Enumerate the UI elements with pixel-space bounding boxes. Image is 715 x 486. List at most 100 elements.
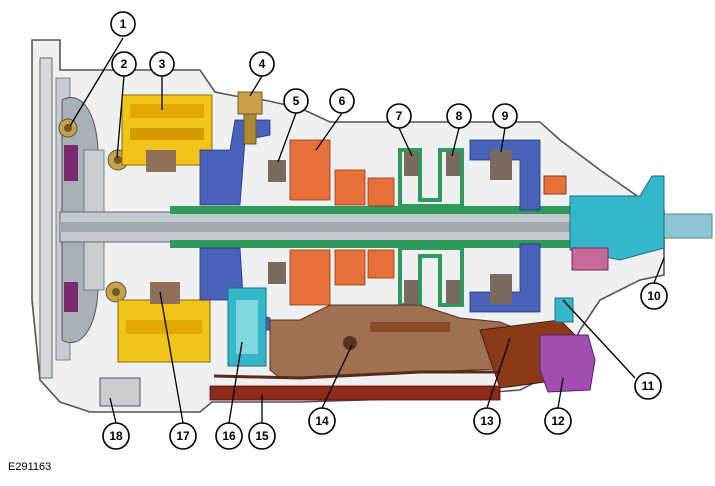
callout-3: 3 (149, 51, 175, 77)
orange-pack-1-lower (289, 249, 331, 306)
shaft-green-sleeve-lower (170, 240, 590, 248)
input-shaft-core (60, 222, 664, 232)
blue-hub-upper (199, 119, 271, 206)
callout-1: 1 (110, 11, 136, 37)
upper-yellow-band-2 (130, 128, 204, 140)
rear-clutch-and-output (490, 150, 665, 304)
leader-13 (486, 337, 511, 409)
valve-body (269, 304, 521, 379)
valve-body-detail (370, 322, 450, 332)
lower-assemblies (99, 287, 596, 407)
orange-clutch-packs (268, 139, 395, 306)
callouts: 1 2 3 4 5 6 7 8 9 10 11 12 13 14 15 16 1… (69, 11, 668, 450)
leader-7 (398, 127, 413, 157)
stator-bearing-inner (114, 156, 122, 164)
solenoid-block (539, 334, 596, 393)
stator-bearing-lower-inner (112, 288, 120, 296)
leader-18 (109, 397, 117, 424)
leader-9 (500, 127, 506, 153)
clutch-plates-8-lower (446, 280, 460, 304)
solenoid-stem (243, 113, 257, 145)
callout-14: 14 (308, 407, 336, 435)
clutch-plates-8-upper (446, 152, 460, 176)
callout-15: 15 (248, 422, 276, 450)
svg-text:13: 13 (480, 414, 494, 428)
leader-8 (451, 127, 460, 157)
green-carrier-upper (398, 148, 464, 208)
callout-8: 8 (446, 103, 472, 129)
torque-converter (58, 97, 105, 343)
leader-10 (653, 257, 665, 284)
clutch-plates-9-lower (490, 274, 512, 304)
orange-pack-3-upper (367, 177, 395, 207)
svg-text:11: 11 (642, 379, 655, 393)
park-gear (571, 247, 609, 271)
svg-text:5: 5 (293, 94, 300, 108)
valve-body-bolt (343, 336, 357, 350)
callout-12: 12 (544, 407, 572, 435)
yellow-clutch-assembly (117, 94, 213, 363)
leader-2 (116, 75, 125, 159)
clutch-plates-5-lower (268, 262, 286, 284)
clutch-plates-9-upper (490, 150, 512, 180)
leader-11 (562, 299, 636, 379)
svg-text:18: 18 (109, 429, 123, 443)
svg-text:16: 16 (222, 429, 236, 443)
damper-spring (64, 282, 78, 312)
svg-text:12: 12 (551, 414, 565, 428)
orange-pack-2-upper (334, 169, 366, 206)
svg-text:6: 6 (339, 94, 346, 108)
leader-17 (159, 291, 184, 424)
svg-text:10: 10 (647, 289, 661, 303)
callout-7: 7 (386, 103, 412, 129)
leader-1 (69, 37, 124, 127)
leader-4 (249, 75, 263, 97)
oil-filter-line (213, 370, 500, 380)
lower-yellow-band (126, 320, 202, 334)
orange-pack-2-lower (334, 249, 366, 286)
callout-17: 17 (169, 422, 197, 450)
oil-pan (209, 385, 501, 401)
leader-5 (277, 112, 297, 163)
top-solenoid (237, 91, 263, 145)
leader-12 (557, 377, 564, 409)
orange-pack-1-upper (289, 139, 331, 201)
svg-text:4: 4 (259, 57, 266, 71)
svg-text:2: 2 (121, 57, 128, 71)
orange-pack-3-lower (367, 249, 395, 279)
svg-text:3: 3 (159, 57, 166, 71)
svg-text:15: 15 (255, 429, 269, 443)
upper-yellow-band (130, 104, 204, 118)
callout-18: 18 (102, 422, 130, 450)
oil-pump-rotor (236, 300, 258, 354)
svg-text:8: 8 (456, 109, 463, 123)
leader-6 (315, 112, 343, 151)
front-lower-gear (99, 377, 141, 407)
upper-friction-stack (146, 150, 176, 172)
svg-text:9: 9 (502, 109, 509, 123)
callout-9: 9 (492, 103, 518, 129)
clutch-plates-7-upper (404, 152, 418, 176)
callout-6: 6 (329, 88, 355, 114)
callout-5: 5 (283, 88, 309, 114)
svg-text:14: 14 (315, 414, 329, 428)
callout-13: 13 (473, 407, 501, 435)
clutch-plates-7-lower (404, 280, 418, 304)
rear-bearing-upper (543, 175, 567, 195)
leader-16 (228, 341, 243, 424)
blue-drum-rear-upper (469, 139, 541, 211)
lower-friction-stack (150, 282, 180, 304)
figure-reference-code: E291163 (8, 461, 52, 473)
lockup-clutch-plate (64, 145, 78, 181)
main-shaft (59, 206, 713, 248)
blue-drum-rear-lower (469, 243, 541, 313)
svg-text:17: 17 (176, 429, 190, 443)
bell-housing-flange (39, 57, 53, 379)
callout-10: 10 (640, 282, 668, 310)
callout-2: 2 (111, 51, 137, 77)
shaft-green-sleeve (170, 206, 590, 214)
clutch-plates-5-upper (268, 160, 286, 182)
leader-14 (321, 344, 353, 409)
callout-4: 4 (249, 51, 275, 77)
